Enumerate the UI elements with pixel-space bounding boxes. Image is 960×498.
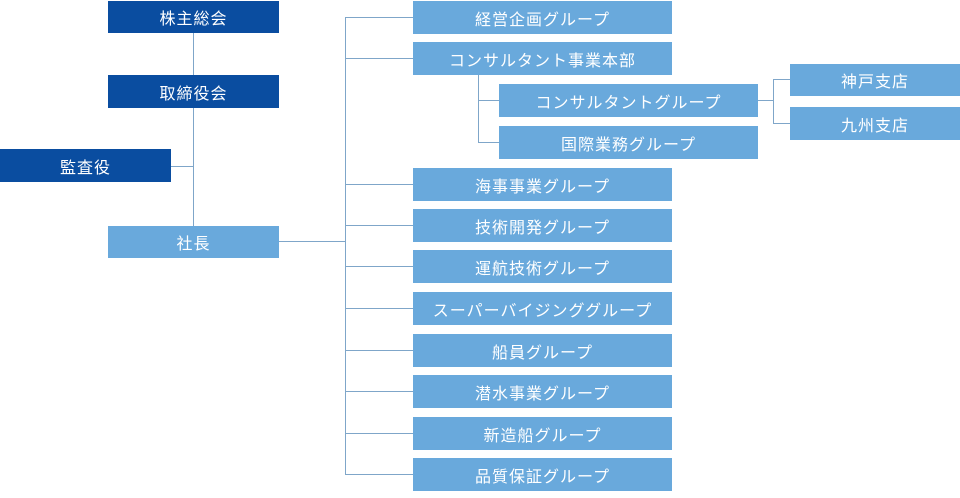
- connector-crew: [345, 350, 413, 351]
- board-of-directors-box: 取締役会: [108, 75, 279, 108]
- connector-auditor: [171, 166, 193, 167]
- quality-group-box: 品質保証グループ: [413, 458, 672, 491]
- diving-group-box: 潜水事業グループ: [413, 375, 672, 408]
- connector-kobe: [773, 79, 790, 80]
- connector-marine: [345, 184, 413, 185]
- president-box: 社長: [108, 226, 279, 258]
- international-group-box: 国際業務グループ: [499, 126, 758, 159]
- connector-quality: [345, 474, 413, 475]
- auditor-box: 監査役: [0, 149, 171, 182]
- connector-branch-trunk: [773, 79, 774, 123]
- connector-planning: [345, 17, 413, 18]
- crew-group-box: 船員グループ: [413, 334, 672, 367]
- connector-international: [478, 142, 499, 143]
- connector-consulting-group: [478, 100, 499, 101]
- consulting-division-box: コンサルタント事業本部: [413, 42, 672, 75]
- shipbuilding-group-box: 新造船グループ: [413, 417, 672, 450]
- connector-president-trunk: [279, 241, 345, 242]
- connector-supervising: [345, 308, 413, 309]
- marine-group-box: 海事事業グループ: [413, 168, 672, 201]
- tech-dev-group-box: 技術開発グループ: [413, 209, 672, 242]
- connector-nav-tech: [345, 266, 413, 267]
- shareholders-meeting-box: 株主総会: [108, 1, 279, 33]
- planning-group-box: 経営企画グループ: [413, 1, 672, 34]
- consulting-group-box: コンサルタントグループ: [499, 84, 758, 117]
- nav-tech-group-box: 運航技術グループ: [413, 250, 672, 283]
- connector-group-trunk: [345, 17, 346, 475]
- connector-consulting-to-branches: [758, 100, 773, 101]
- kyushu-branch-box: 九州支店: [790, 107, 960, 140]
- connector-diving: [345, 391, 413, 392]
- supervising-group-box: スーパーバイジンググループ: [413, 292, 672, 325]
- connector-division-branch: [478, 75, 479, 142]
- connector-shipbuilding: [345, 433, 413, 434]
- connector-tech-dev: [345, 225, 413, 226]
- connector-kyushu: [773, 123, 790, 124]
- connector-board-president: [193, 108, 194, 226]
- connector-consulting-division: [345, 58, 413, 59]
- connector-shareholders-board: [193, 33, 194, 78]
- kobe-branch-box: 神戸支店: [790, 64, 960, 96]
